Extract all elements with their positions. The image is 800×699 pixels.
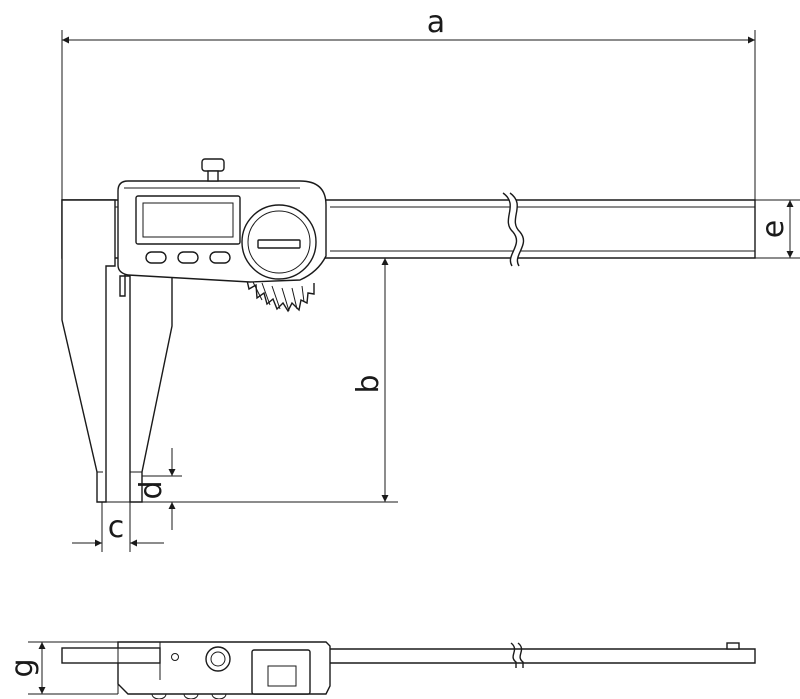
dimension-label-a: a [427, 5, 445, 40]
dimension-g: g [5, 641, 118, 695]
lcd-display [135, 195, 241, 245]
dimension-label-b: b [351, 374, 386, 393]
dimension-a: a [61, 5, 756, 200]
beam-break-mark [503, 193, 524, 266]
dimension-d: d [134, 448, 182, 530]
sliding-jaw [119, 265, 173, 503]
fixed-jaw [61, 199, 116, 503]
round-dial [241, 204, 317, 280]
top-view-jaw [61, 647, 161, 664]
caliper-top-view [61, 641, 756, 699]
button-1[interactable] [145, 251, 167, 264]
caliper-front-view [61, 158, 756, 503]
dimension-label-e: e [756, 220, 791, 238]
button-2[interactable] [177, 251, 199, 264]
button-3[interactable] [209, 251, 231, 264]
function-buttons [145, 251, 231, 264]
dimension-b: b [106, 258, 398, 503]
lock-screw[interactable] [201, 158, 225, 182]
dimension-c: c [72, 502, 164, 552]
dimension-label-g: g [5, 658, 40, 677]
dimension-label-c: c [108, 510, 125, 545]
thumb-wheel [245, 275, 315, 313]
dimension-label-d: d [134, 480, 169, 499]
dimension-e: e [755, 199, 800, 259]
